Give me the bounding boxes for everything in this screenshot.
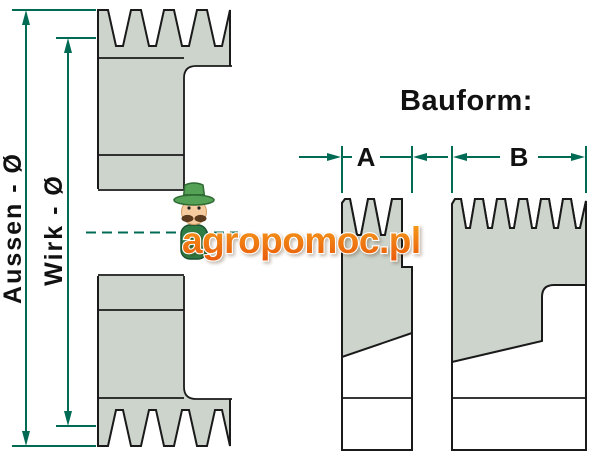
form-a-pulley — [341, 198, 413, 451]
b-arrowhead-left — [453, 153, 467, 161]
mascot-hat-brim — [173, 194, 215, 206]
aussen-dimension: Aussen - Ø — [0, 9, 96, 447]
form-a-dimension: A — [299, 142, 448, 193]
a-arrowhead-right — [413, 153, 427, 161]
form-a-section-fill — [341, 198, 413, 359]
main-pulley-section — [90, 9, 232, 447]
mascot-mustache-right — [194, 214, 207, 223]
mascot-eye-left — [187, 206, 191, 210]
wirk-dimension: Wirk - Ø — [40, 37, 96, 427]
wirk-arrowhead-top — [64, 38, 72, 53]
mascot-eye-right — [197, 206, 201, 210]
form-b-pulley — [451, 198, 587, 451]
aussen-label: Aussen - Ø — [0, 152, 27, 304]
a-arrowhead-left — [327, 153, 341, 161]
bauform-heading: Bauform: — [400, 85, 533, 117]
farmer-mascot — [173, 182, 215, 260]
form-b-dimension: B — [451, 142, 587, 193]
form-b-section-fill — [451, 198, 587, 364]
aussen-arrowhead-bottom — [22, 431, 30, 446]
form-b-label: B — [510, 142, 529, 172]
wirk-label: Wirk - Ø — [40, 174, 68, 286]
wirk-arrowhead-bottom — [64, 411, 72, 426]
form-a-label: A — [357, 142, 376, 172]
watermark: agropomoc.pl — [173, 182, 422, 262]
watermark-text: agropomoc.pl — [182, 220, 421, 261]
b-arrowhead-right — [571, 153, 585, 161]
aussen-arrowhead-top — [22, 10, 30, 25]
mascot-mustache-left — [181, 214, 194, 223]
